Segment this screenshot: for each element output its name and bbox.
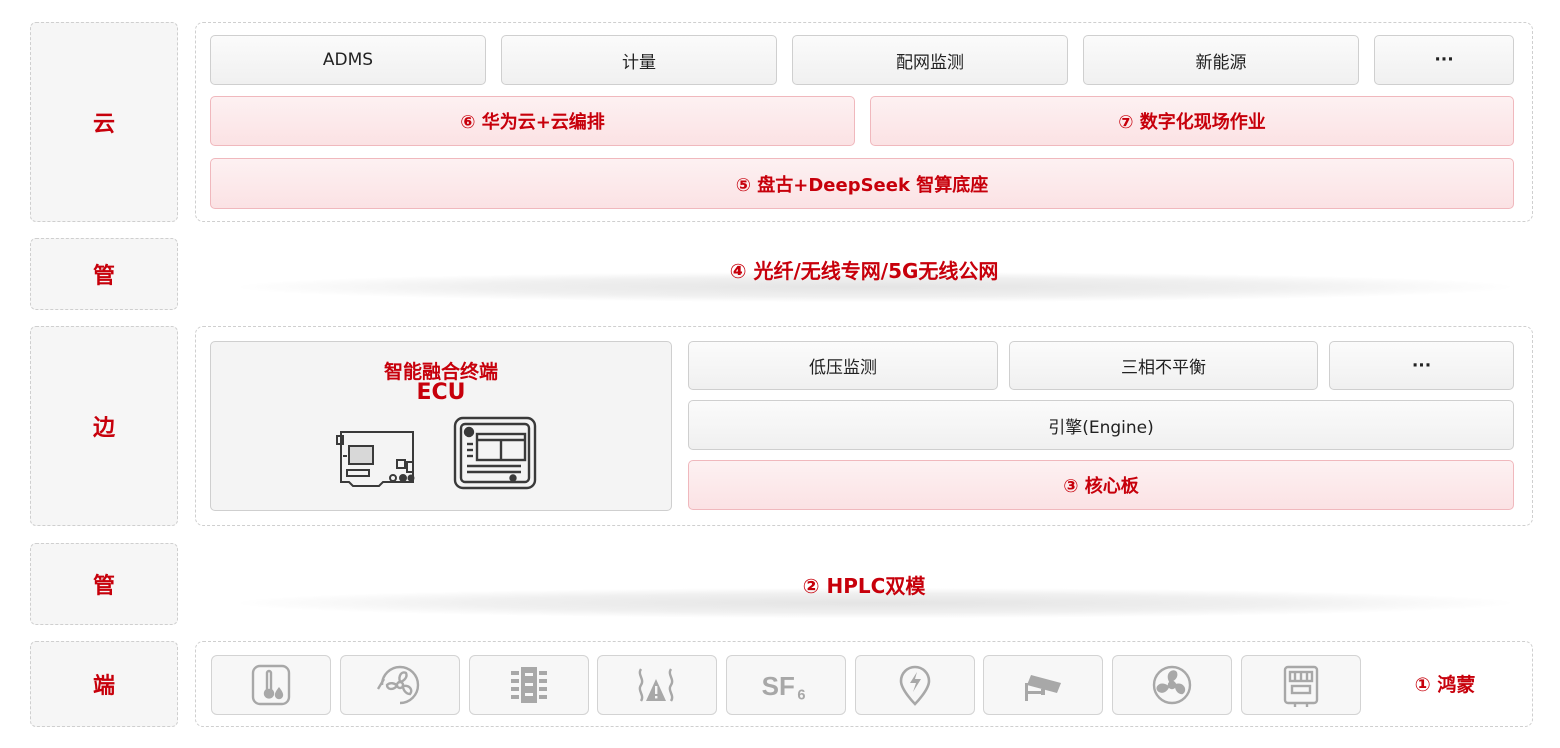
thermometer-humidity-icon [251, 664, 291, 706]
layer-label-pipe-bottom: 管 [30, 543, 178, 625]
fan-circle-icon [1152, 665, 1192, 705]
circuit-board-icon [336, 431, 415, 487]
engine-box: 引擎(Engine) [688, 400, 1514, 450]
huawei-cloud-box: ⑥ 华为云+云编排 [210, 96, 855, 146]
layer-label-edge: 边 [30, 326, 178, 526]
ecu-title-en: ECU [416, 380, 466, 405]
transformer-icon [511, 667, 547, 703]
core-board-box: ③ 核心板 [688, 460, 1514, 510]
fan-icon [376, 665, 420, 705]
pipe-top-ellipse [240, 272, 1510, 302]
layer-label-end: 端 [30, 641, 178, 727]
sf6-icon: SF 6 [762, 671, 806, 704]
location-lightning-icon [899, 665, 931, 706]
ecu-title-cn: 智能融合终端 [383, 361, 498, 383]
device-tile-temperature [211, 655, 331, 715]
app-adms: ADMS [210, 35, 486, 85]
app-low-voltage-monitoring: 低压监测 [688, 341, 998, 390]
device-tile-transformer [469, 655, 589, 715]
app-more: ··· [1374, 35, 1514, 85]
svg-text:6: 6 [797, 688, 805, 704]
layer-label-pipe-top: 管 [30, 238, 178, 310]
device-tile-camera [983, 655, 1103, 715]
svg-text:SF: SF [762, 671, 795, 701]
pangu-base-box: ⑤ 盘古+DeepSeek 智算底座 [210, 158, 1514, 209]
app-more-edge: ··· [1329, 341, 1514, 390]
heat-warning-icon [638, 668, 674, 702]
device-tile-fan [340, 655, 460, 715]
pipe-bottom-ellipse [240, 588, 1510, 618]
ecu-box: 智能融合终端 ECU [210, 341, 672, 511]
device-tile-sf6: SF 6 [726, 655, 846, 715]
layer-label-cloud: 云 [30, 22, 178, 222]
pipe-bottom-text: ② HPLC双模 [802, 574, 926, 598]
app-metering: 计量 [501, 35, 777, 85]
app-three-phase-imbalance: 三相不平衡 [1009, 341, 1318, 390]
device-tile-location-lightning [855, 655, 975, 715]
digital-field-box: ⑦ 数字化现场作业 [870, 96, 1514, 146]
harmony-os-label: ① 鸿蒙 [1414, 674, 1476, 696]
app-new-energy: 新能源 [1083, 35, 1359, 85]
camera-icon [1025, 675, 1061, 701]
device-tile-ventilator [1112, 655, 1232, 715]
terminal-device-icon [453, 416, 537, 490]
device-tile-heat-warning [597, 655, 717, 715]
meter-icon [1283, 665, 1319, 707]
pipe-top-text: ④ 光纤/无线专网/5G无线公网 [729, 259, 999, 283]
app-distribution-monitoring: 配网监测 [792, 35, 1068, 85]
device-tile-meter [1241, 655, 1361, 715]
